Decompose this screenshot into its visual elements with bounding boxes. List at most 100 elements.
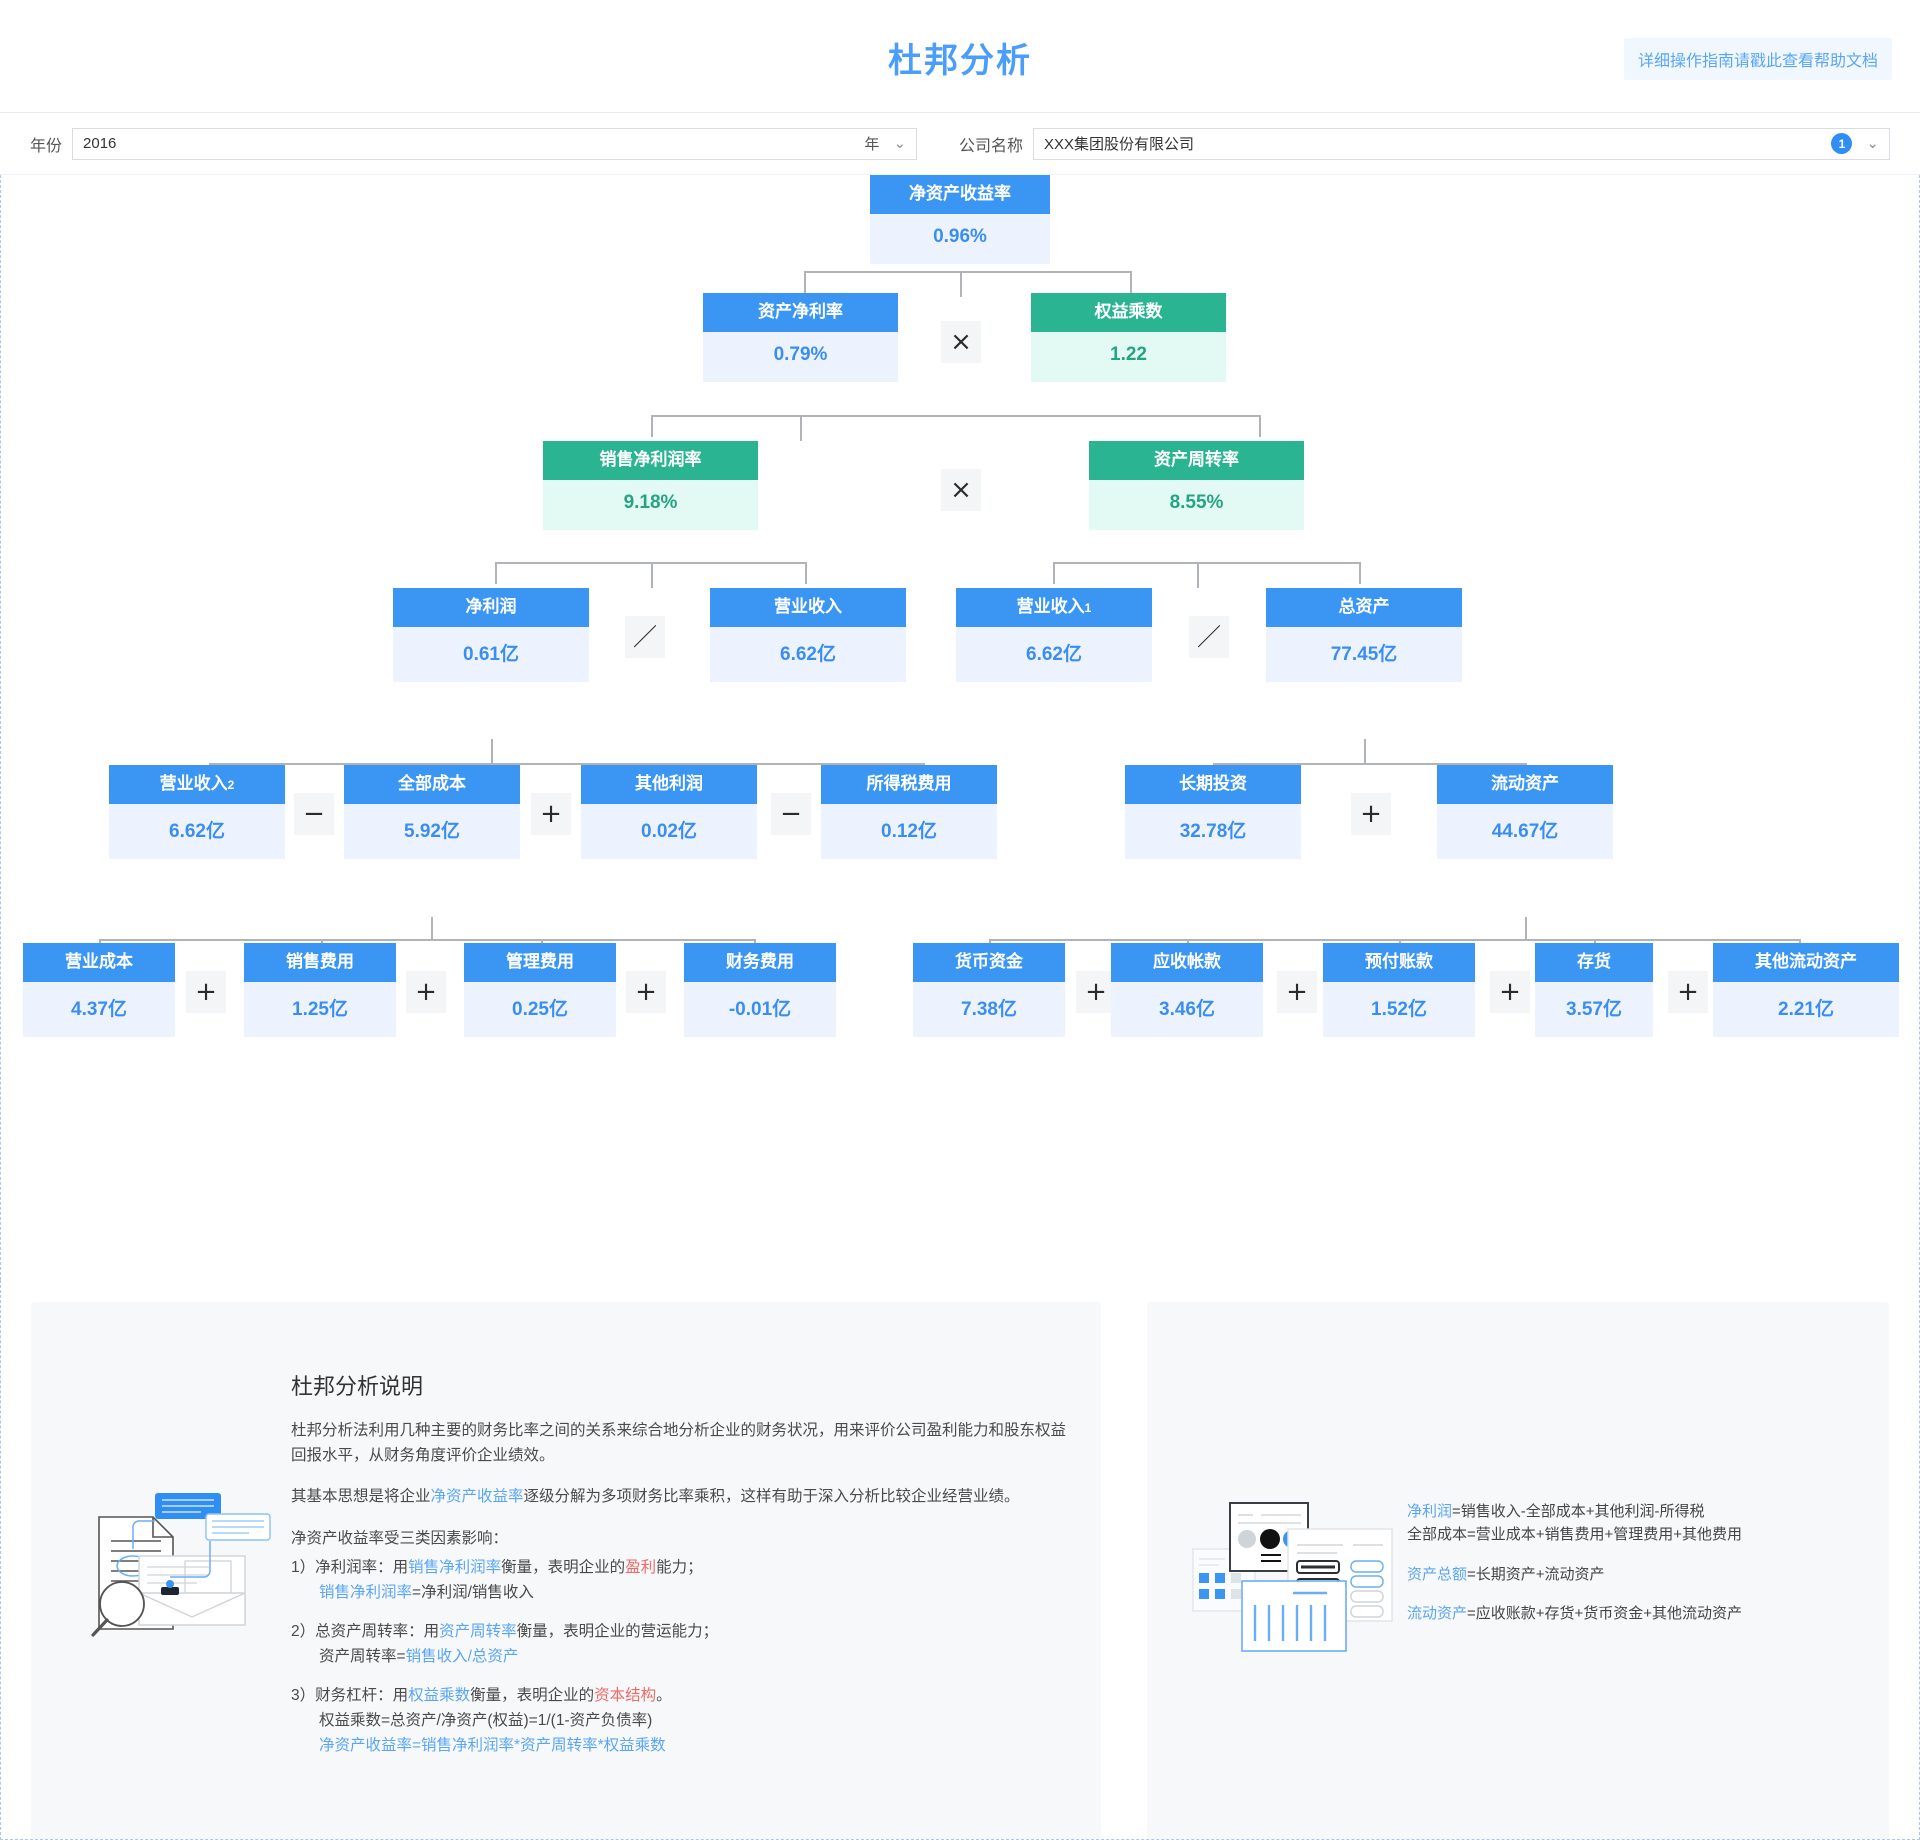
node-revenue-2-text: 营业收入 [159, 774, 228, 793]
node-prepayments-label: 预付账款 [1323, 943, 1475, 982]
node-revenue-2[interactable]: 营业收入2 6.62亿 [109, 765, 285, 859]
operator-minus: − [294, 793, 334, 835]
dupont-tree: 净资产收益率 0.96% 资产净利率 0.79% × 权益乘数 1.22 销售净… [1, 175, 1919, 1280]
node-operating-cost-value: 4.37亿 [23, 981, 175, 1037]
node-roa[interactable]: 资产净利率 0.79% [703, 293, 898, 382]
explanation-text: 杜邦分析说明 杜邦分析法利用几种主要的财务比率之间的关系来综合地分析企业的财务状… [291, 1369, 1071, 1773]
formula-block-3: 流动资产=应收账款+存货+货币资金+其他流动资产 [1407, 1602, 1859, 1625]
node-long-term-investment[interactable]: 长期投资 32.78亿 [1125, 765, 1301, 859]
company-select[interactable]: XXX集团股份有限公司 1 ⌄ [1033, 127, 1890, 160]
node-other-current-assets[interactable]: 其他流动资产 2.21亿 [1713, 943, 1899, 1037]
explanation-item-2: 2）总资产周转率：用资产周转率衡量，表明企业的营运能力； 资产周转率=销售收入/… [291, 1619, 1071, 1669]
formula-total-assets-link[interactable]: 资产总额 [1407, 1565, 1468, 1583]
connector [1359, 562, 1361, 584]
node-income-tax[interactable]: 所得税费用 0.12亿 [821, 765, 997, 859]
node-equity-multiplier-value: 1.22 [1031, 331, 1226, 382]
node-income-tax-value: 0.12亿 [821, 803, 997, 859]
formula-block-2: 资产总额=长期资产+流动资产 [1407, 1563, 1859, 1586]
dupont-tree-canvas: 净资产收益率 0.96% 资产净利率 0.79% × 权益乘数 1.22 销售净… [0, 175, 1920, 1280]
operator-plus: + [406, 971, 446, 1013]
p2-link-roe[interactable]: 净资产收益率 [430, 1488, 524, 1506]
node-net-profit[interactable]: 净利润 0.61亿 [393, 588, 589, 682]
node-total-cost-label: 全部成本 [344, 765, 520, 804]
node-roe-label: 净资产收益率 [870, 175, 1050, 214]
item2-part-b: 衡量，表明企业的营运能力； [516, 1622, 719, 1640]
node-net-profit-label: 净利润 [393, 588, 589, 627]
item1-formula-link[interactable]: 销售净利润率 [319, 1583, 413, 1601]
node-total-assets[interactable]: 总资产 77.45亿 [1266, 588, 1462, 682]
node-roe-value: 0.96% [870, 213, 1050, 264]
charts-documents-icon [1191, 1501, 1393, 1652]
node-asset-turnover[interactable]: 资产周转率 8.55% [1089, 441, 1304, 530]
node-roe[interactable]: 净资产收益率 0.96% [870, 175, 1050, 264]
node-asset-turnover-value: 8.55% [1089, 479, 1304, 530]
item1-part-b: 衡量，表明企业的 [501, 1558, 626, 1576]
item1-link-net-margin[interactable]: 销售净利润率 [408, 1558, 502, 1576]
operator-plus: + [1076, 971, 1116, 1013]
explanation-paragraph-1: 杜邦分析法利用几种主要的财务比率之间的关系来综合地分析企业的财务状况，用来评价公… [291, 1422, 1067, 1465]
item1-part-a: 1）净利润率：用 [291, 1558, 409, 1576]
connector [1053, 562, 1361, 564]
item3-highlight-capital-structure: 资本结构 [594, 1687, 657, 1705]
node-admin-expense-label: 管理费用 [464, 943, 616, 982]
formula-net-profit-rest: =销售收入-全部成本+其他利润-所得税 [1452, 1503, 1705, 1520]
node-receivables[interactable]: 应收帐款 3.46亿 [1111, 943, 1263, 1037]
formula-net-profit-link[interactable]: 净利润 [1407, 1503, 1453, 1520]
connector [1197, 562, 1199, 588]
node-finance-expense-label: 财务费用 [684, 943, 836, 982]
item3-part-b: 衡量，表明企业的 [470, 1687, 595, 1705]
node-revenue-2-label: 营业收入2 [109, 765, 285, 804]
year-select[interactable]: 2016 年 ⌄ [72, 127, 918, 160]
explanation-paragraph-2: 其基本思想是将企业净资产收益率逐级分解为多项财务比率乘积，这样有助于深入分析比较… [291, 1484, 1071, 1509]
dashboard-reports-illustration [1177, 1471, 1407, 1671]
node-revenue-label: 营业收入 [710, 588, 906, 627]
node-operating-cost[interactable]: 营业成本 4.37亿 [23, 943, 175, 1037]
connector [804, 271, 806, 293]
operator-minus: − [771, 793, 811, 835]
node-income-tax-label: 所得税费用 [821, 765, 997, 804]
node-current-assets[interactable]: 流动资产 44.67亿 [1437, 765, 1613, 859]
item1-part-c: 能力； [656, 1558, 703, 1576]
node-equity-multiplier[interactable]: 权益乘数 1.22 [1031, 293, 1226, 382]
item1-highlight-profitability: 盈利 [625, 1558, 657, 1576]
item3-link-equity-multiplier[interactable]: 权益乘数 [408, 1687, 471, 1705]
item2-formula-link[interactable]: 销售收入/总资产 [405, 1647, 519, 1665]
document-search-illustration [61, 1471, 291, 1671]
node-selling-expense[interactable]: 销售费用 1.25亿 [244, 943, 396, 1037]
node-total-cost[interactable]: 全部成本 5.92亿 [344, 765, 520, 859]
node-other-current-assets-label: 其他流动资产 [1713, 943, 1899, 982]
formula-current-assets-link[interactable]: 流动资产 [1407, 1604, 1468, 1622]
chevron-down-icon[interactable]: ⌄ [893, 135, 907, 152]
node-revenue[interactable]: 营业收入 6.62亿 [710, 588, 906, 682]
connector [960, 271, 962, 297]
node-revenue-2-subscript: 2 [227, 778, 235, 792]
node-revenue-value: 6.62亿 [710, 626, 906, 682]
node-cash[interactable]: 货币资金 7.38亿 [913, 943, 1065, 1037]
formula-panel: 净利润=销售收入-全部成本+其他利润-所得税 全部成本=营业成本+销售费用+管理… [1147, 1302, 1889, 1839]
item2-link-asset-turnover[interactable]: 资产周转率 [439, 1622, 517, 1640]
node-net-margin[interactable]: 销售净利润率 9.18% [543, 441, 758, 530]
node-current-assets-value: 44.67亿 [1437, 803, 1613, 859]
node-selling-expense-value: 1.25亿 [244, 981, 396, 1037]
node-long-term-investment-value: 32.78亿 [1125, 803, 1301, 859]
node-other-profit[interactable]: 其他利润 0.02亿 [581, 765, 757, 859]
node-equity-multiplier-label: 权益乘数 [1031, 293, 1226, 332]
node-long-term-investment-label: 长期投资 [1125, 765, 1301, 804]
node-other-profit-label: 其他利润 [581, 765, 757, 804]
node-inventory[interactable]: 存货 3.57亿 [1535, 943, 1653, 1037]
node-other-current-assets-value: 2.21亿 [1713, 981, 1899, 1037]
item2-part-a: 2）总资产周转率：用 [291, 1622, 440, 1640]
connector [1525, 917, 1527, 939]
help-doc-link[interactable]: 详细操作指南请戳此查看帮助文档 [1623, 38, 1892, 80]
node-finance-expense[interactable]: 财务费用 -0.01亿 [684, 943, 836, 1037]
node-prepayments[interactable]: 预付账款 1.52亿 [1323, 943, 1475, 1037]
app-header: 杜邦分析 详细操作指南请戳此查看帮助文档 [0, 0, 1920, 113]
filter-bar: 年份 2016 年 ⌄ 公司名称 XXX集团股份有限公司 1 ⌄ [0, 113, 1920, 175]
node-admin-expense[interactable]: 管理费用 0.25亿 [464, 943, 616, 1037]
operator-plus: + [1490, 971, 1530, 1013]
node-revenue-1[interactable]: 营业收入1 6.62亿 [956, 588, 1152, 682]
item3-formula-2: 净资产收益率=销售净利润率*资产周转率*权益乘数 [319, 1737, 666, 1755]
chevron-down-icon[interactable]: ⌄ [1866, 135, 1879, 152]
explanation-panel: 杜邦分析说明 杜邦分析法利用几种主要的财务比率之间的关系来综合地分析企业的财务状… [31, 1302, 1101, 1839]
formula-current-assets-rest: =应收账款+存货+货币资金+其他流动资产 [1467, 1604, 1743, 1622]
